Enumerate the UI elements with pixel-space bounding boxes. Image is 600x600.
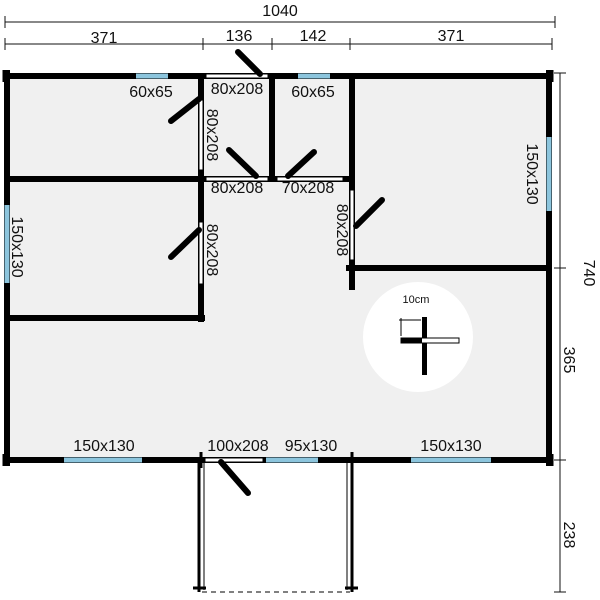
door-leaf-bath-side [168,96,202,124]
porch-depth-label: 238 [560,522,577,549]
door-leaf-hall-left [226,147,259,179]
door-gap [198,221,204,285]
window-label: 150x130 [73,438,134,455]
window-label: 60x65 [291,84,335,101]
door-gap [276,176,344,182]
wall-corner-ticks [2,70,554,468]
window-label: 95x130 [285,438,338,455]
segment-width-label: 371 [438,28,465,45]
right-lower-depth-label: 365 [560,347,577,374]
door-leaf-front [218,459,251,496]
detail-log-vertical [422,317,427,375]
overall-width-label: 1040 [262,3,298,20]
segment-width-label: 136 [226,28,253,45]
door-label: 80x208 [211,180,264,197]
segment-width-label: 371 [91,30,118,47]
door-leaf-room-right [353,197,385,229]
door-leaves [168,49,385,496]
window-label: 150x130 [8,216,25,277]
door-leaf-hall-right [285,149,317,179]
door-gap [205,73,269,79]
door-gap [198,99,204,171]
door-gap [204,457,264,463]
door-gap [205,176,269,182]
door-label: 80x208 [333,204,350,257]
door-label: 80x208 [203,109,220,162]
window-label: 60x65 [129,84,173,101]
segment-width-label: 142 [300,28,327,45]
dimension-lines [4,16,566,593]
porch [193,462,358,593]
window-label: 150x130 [523,143,540,204]
window-label: 150x130 [420,438,481,455]
door-leaf-room-left [168,227,202,260]
detail-circle [363,282,473,392]
door-openings [198,73,355,463]
door-label: 80x208 [211,81,264,98]
door-label: 80x208 [203,224,220,277]
door-label: 70x208 [282,180,335,197]
door-leaf-bath-top [235,49,263,77]
windows [4,73,552,463]
detail-scale-label: 10cm [403,294,430,306]
wall-detail-inset: 10cm [363,282,473,392]
total-depth-label: 740 [580,260,597,287]
detail-log-fill [401,338,422,343]
door-label: 100x208 [207,438,268,455]
